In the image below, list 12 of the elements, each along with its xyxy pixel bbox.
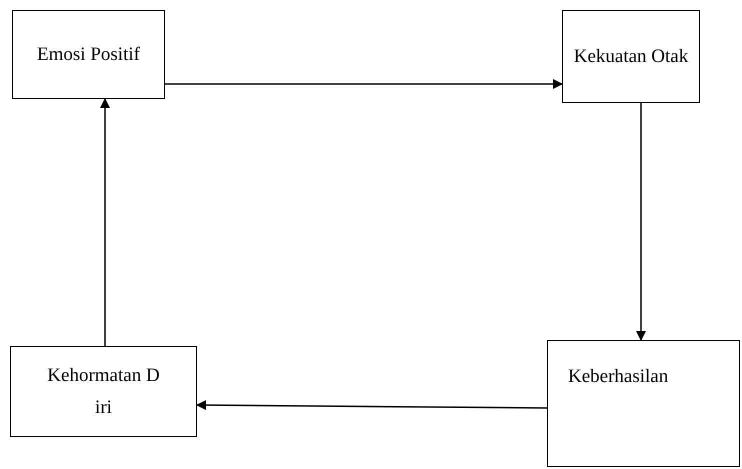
box-label: Keberhasilan bbox=[568, 365, 668, 389]
process-box bbox=[562, 10, 700, 103]
arrow bbox=[100, 98, 110, 346]
process-box bbox=[10, 346, 197, 437]
box-label: Kekuatan Otak bbox=[574, 44, 688, 68]
arrow bbox=[636, 103, 646, 341]
process-box bbox=[12, 10, 165, 99]
process-box bbox=[547, 340, 740, 467]
box-label: Emosi Positif bbox=[37, 42, 140, 66]
arrow bbox=[165, 79, 563, 89]
arrow bbox=[196, 400, 547, 410]
box-label: Kehormatan Diri bbox=[47, 364, 160, 420]
